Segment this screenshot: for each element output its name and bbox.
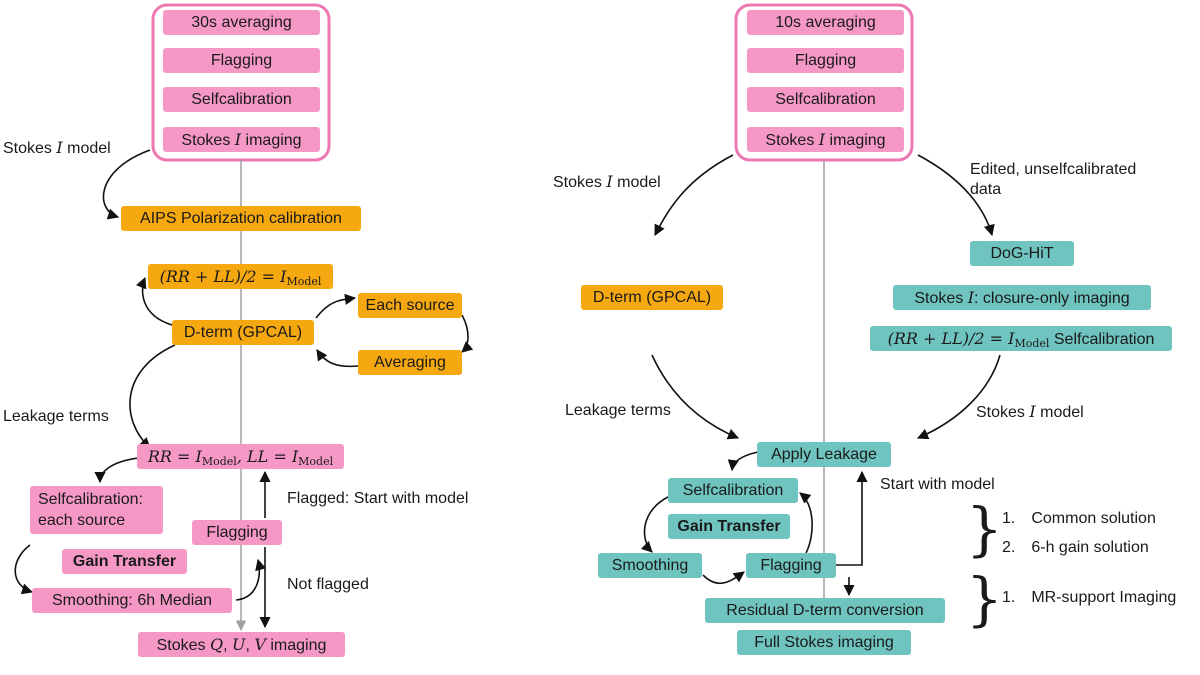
- left-label-stokes-i-model: Stokes I model: [3, 138, 111, 157]
- left-flagging-bottom: Flagging: [192, 520, 282, 545]
- right-label-leakage-terms: Leakage terms: [565, 402, 671, 419]
- left-aips-polarization: AIPS Polarization calibration: [121, 206, 361, 231]
- right-selfcalibration: Selfcalibration: [668, 478, 798, 503]
- right-rrll-selfcalibration: (RR + LL)/2 = IModel Selfcalibration: [870, 326, 1172, 351]
- right-apply-leakage: Apply Leakage: [757, 442, 891, 467]
- arrow-selfcal-to-smoothing-r: [640, 495, 671, 553]
- right-smoothing: Smoothing: [598, 553, 702, 578]
- left-label-leakage-terms: Leakage terms: [3, 408, 109, 425]
- left-30s-averaging: 30s averaging: [163, 10, 320, 35]
- arrow-selfcal-to-apply: [916, 354, 1001, 440]
- arrow-dterm-to-rrmodel: [129, 344, 176, 449]
- right-flagging-top: Flagging: [747, 48, 904, 73]
- left-each-source: Each source: [358, 293, 462, 318]
- right-selfcalibration-top: Selfcalibration: [747, 87, 904, 112]
- right-stokes-i-imaging: Stokes I imaging: [747, 127, 904, 152]
- arrow-selfcal-to-smoothing: [14, 544, 34, 595]
- arrow-each-to-averaging: [461, 314, 474, 353]
- arrow-averaging-to-dterm: [316, 349, 359, 368]
- right-doghit: DoG-HiT: [970, 241, 1074, 266]
- left-flagging-top: Flagging: [163, 48, 320, 73]
- arrow-dterm-to-rrll: [135, 276, 173, 326]
- left-rr-ll-equals-imodel: RR = IModel, LL = IModel: [137, 444, 344, 469]
- right-full-stokes-imaging: Full Stokes imaging: [737, 630, 911, 655]
- right-label-edited-data: Edited, unselfcalibrated data: [970, 161, 1137, 198]
- arrow-apply-to-selfcal: [727, 451, 759, 472]
- arrow-flagging-to-selfcal-r: [799, 492, 813, 554]
- left-averaging: Averaging: [358, 350, 462, 375]
- right-closure-only-imaging: Stokes I: closure-only imaging: [893, 285, 1151, 310]
- left-label-not-flagged: Not flagged: [287, 576, 369, 593]
- left-rrll-equals-imodel: (RR + LL)/2 = IModel: [148, 264, 333, 289]
- arrow-dterm-to-each: [315, 293, 357, 319]
- left-selfcal-each-source: Selfcalibration: each source: [30, 486, 163, 534]
- left-stokes-i-imaging: Stokes I imaging: [163, 127, 320, 152]
- right-label-stokes-i-model: Stokes I model: [553, 172, 661, 191]
- brace-2-icon: }: [966, 565, 1003, 633]
- list-mr-support-imaging: 1. MR-support Imaging: [1002, 589, 1177, 606]
- right-residual-dterm: Residual D-term conversion: [705, 598, 945, 623]
- right-label-start-with-model: Start with model: [880, 476, 995, 493]
- brace-1-icon: }: [966, 495, 1003, 563]
- left-selfcalibration-top: Selfcalibration: [163, 87, 320, 112]
- right-gain-transfer: Gain Transfer: [668, 514, 790, 539]
- right-label-stokes-i-model-2: Stokes I model: [976, 402, 1084, 421]
- list-common-solution: 1. Common solution: [1002, 510, 1156, 527]
- left-dterm-gpcal: D-term (GPCAL): [172, 320, 314, 345]
- right-dterm-gpcal: D-term (GPCAL): [581, 285, 723, 310]
- left-stokes-quv-imaging: Stokes Q, U, V imaging: [138, 632, 345, 657]
- arrow-flagging-to-apply-r: [836, 470, 868, 566]
- list-6h-gain-solution: 2. 6-h gain solution: [1002, 539, 1149, 556]
- right-10s-averaging: 10s averaging: [747, 10, 904, 35]
- right-flagging: Flagging: [746, 553, 836, 578]
- arrow-group-to-dterm: [654, 154, 734, 236]
- left-gain-transfer: Gain Transfer: [62, 549, 187, 574]
- arrow-smoothing-to-flagging-r: [702, 571, 745, 585]
- arrow-rrmodel-to-selfcal: [94, 457, 139, 484]
- arrow-stokes-model-to-aips: [102, 149, 151, 220]
- arrow-smoothing-to-flagging: [235, 558, 267, 601]
- left-smoothing-6h-median: Smoothing: 6h Median: [32, 588, 232, 613]
- left-label-flagged: Flagged: Start with model: [287, 490, 469, 507]
- arrow-dterm-to-apply: [651, 354, 740, 440]
- arrow-group-to-doghit: [917, 154, 995, 237]
